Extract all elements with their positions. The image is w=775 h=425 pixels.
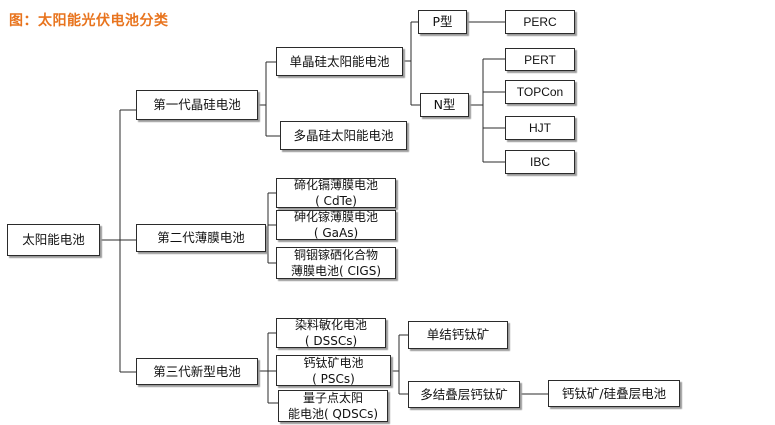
node-label: 钙钛矿/硅叠层电池 bbox=[561, 385, 667, 401]
node-gen1-crystalline: 第一代晶硅电池 bbox=[136, 90, 258, 120]
diagram-title: 图：太阳能光伏电池分类 bbox=[9, 13, 169, 29]
node-label: N型 bbox=[433, 97, 456, 112]
node-label-line2: ( CdTe) bbox=[315, 194, 357, 208]
node-label-line2: 能电池( QDSCs) bbox=[287, 407, 379, 421]
node-label: HJT bbox=[529, 121, 551, 135]
node-label: PERC bbox=[523, 15, 557, 29]
node-label: PERT bbox=[524, 52, 556, 67]
node-label-line2: ( PSCs) bbox=[312, 371, 355, 386]
node-label-line2: 薄膜电池( CIGS) bbox=[290, 264, 381, 278]
node-label: 多晶硅太阳能电池 bbox=[293, 127, 394, 143]
node-single-junction-perovskite: 单结钙钛矿 bbox=[408, 321, 508, 349]
node-cdte: 碲化镉薄膜电池 ( CdTe) bbox=[276, 178, 396, 208]
node-gen3-emerging: 第三代新型电池 bbox=[136, 358, 258, 385]
node-perovskite-silicon-tandem: 钙钛矿/硅叠层电池 bbox=[548, 380, 680, 407]
node-label-line1: 量子点太阳 bbox=[302, 391, 363, 405]
node-solar-cell: 太阳能电池 bbox=[7, 224, 100, 256]
node-label-line1: 钙钛矿电池 bbox=[303, 355, 364, 370]
node-psc: 钙钛矿电池 ( PSCs) bbox=[276, 355, 391, 386]
node-dssc: 染料敏化电池 ( DSSCs) bbox=[276, 318, 386, 348]
node-qdsc: 量子点太阳 能电池( QDSCs) bbox=[278, 390, 388, 422]
node-ibc: IBC bbox=[505, 150, 575, 174]
node-label: IBC bbox=[529, 155, 550, 169]
node-n-type: N型 bbox=[420, 93, 469, 117]
node-gaas: 砷化镓薄膜电池 ( GaAs) bbox=[276, 210, 396, 240]
node-label: 第三代新型电池 bbox=[153, 363, 241, 379]
node-gen2-thin-film: 第二代薄膜电池 bbox=[136, 224, 266, 252]
node-label: P型 bbox=[432, 14, 453, 29]
node-label: 太阳能电池 bbox=[22, 232, 85, 247]
node-poly-si: 多晶硅太阳能电池 bbox=[280, 121, 407, 150]
node-label: 多结叠层钙钛矿 bbox=[420, 386, 508, 402]
node-pert: PERT bbox=[505, 48, 575, 71]
node-perc: PERC bbox=[505, 10, 575, 34]
node-mono-si: 单晶硅太阳能电池 bbox=[276, 47, 403, 76]
node-label-line2: ( DSSCs) bbox=[304, 334, 358, 348]
node-p-type: P型 bbox=[418, 10, 467, 34]
node-hjt: HJT bbox=[505, 116, 575, 140]
node-label: 第二代薄膜电池 bbox=[157, 230, 245, 245]
node-label: 单晶硅太阳能电池 bbox=[289, 53, 390, 69]
node-topcon: TOPCon bbox=[505, 80, 575, 104]
node-label-line1: 染料敏化电池 bbox=[294, 318, 367, 332]
node-label-line1: 铜铟镓硒化合物 bbox=[293, 248, 378, 262]
node-label: TOPCon bbox=[516, 85, 564, 99]
node-label: 第一代晶硅电池 bbox=[153, 97, 241, 112]
node-label-line2: ( GaAs) bbox=[313, 226, 359, 240]
node-cigs: 铜铟镓硒化合物 薄膜电池( CIGS) bbox=[276, 247, 396, 279]
node-label-line1: 砷化镓薄膜电池 bbox=[293, 210, 378, 224]
node-multi-junction-perovskite: 多结叠层钙钛矿 bbox=[408, 381, 520, 408]
node-label: 单结钙钛矿 bbox=[426, 327, 490, 342]
node-label-line1: 碲化镉薄膜电池 bbox=[293, 178, 378, 192]
